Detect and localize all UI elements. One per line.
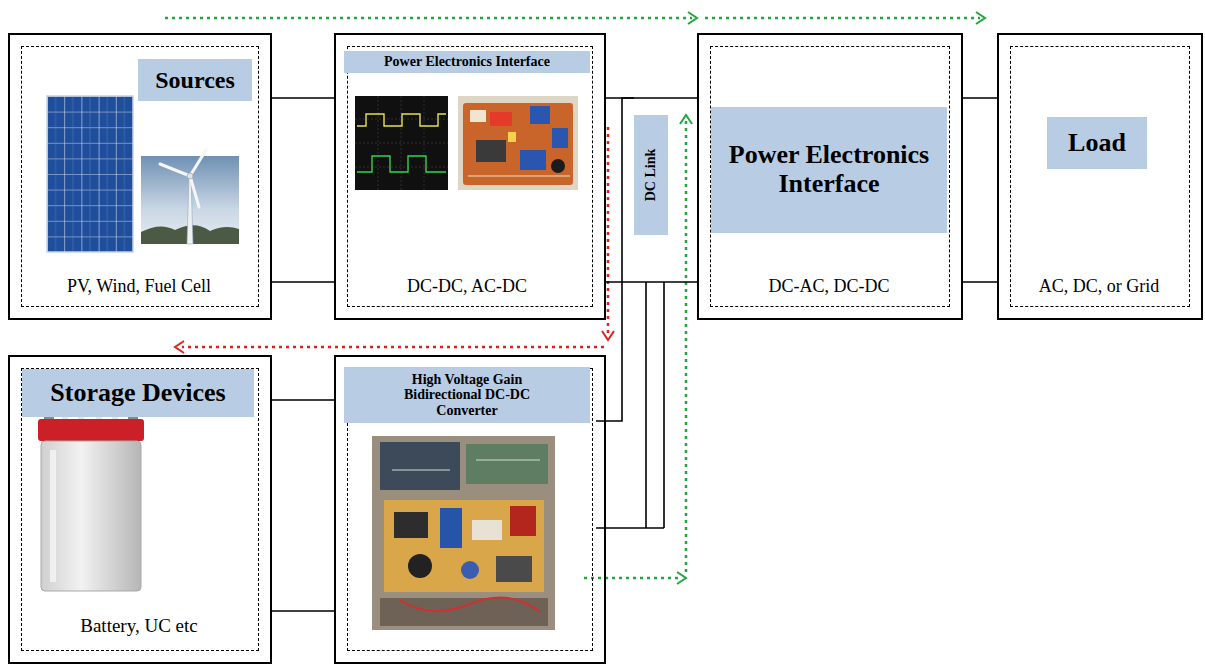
wind-turbine-part xyxy=(141,156,239,244)
prototype-photo xyxy=(372,436,555,630)
power-flow-arrow-part xyxy=(165,17,692,20)
power-flow-arrow-part xyxy=(688,12,697,24)
prototype-photo-part xyxy=(440,508,462,548)
prototype-photo-part xyxy=(394,512,428,538)
power-flow-arrow-part xyxy=(584,577,680,580)
converter-board-photo-part xyxy=(458,96,578,190)
power-flow-arrow-part xyxy=(677,572,686,584)
wind-turbine-part-part xyxy=(190,176,199,207)
dc-link-band: DC Link xyxy=(634,115,668,235)
prototype-photo-part xyxy=(510,506,536,536)
converter-board-photo-part xyxy=(468,176,570,177)
prototype-photo-part xyxy=(384,500,544,592)
heading-band: Power Electronics Interface xyxy=(344,51,590,73)
dc-link-label: DC Link xyxy=(643,149,659,202)
bus-wire-part xyxy=(596,527,664,529)
heading-band: Sources xyxy=(138,59,252,101)
wind-turbine-part-part xyxy=(160,164,190,176)
oscilloscope-screen-part xyxy=(355,96,448,190)
charge-flow-arrow-part xyxy=(602,331,614,340)
converter-board-photo-part xyxy=(490,112,512,126)
battery-illustration xyxy=(38,412,144,591)
prototype-photo-part xyxy=(472,520,502,540)
wind-turbine xyxy=(141,150,239,244)
load-box: LoadAC, DC, or Grid xyxy=(997,33,1203,320)
bidirectional-converter-box: High Voltage Gain Bidirectional DC-DC Co… xyxy=(334,355,606,664)
wind-turbine-part-part xyxy=(190,150,206,176)
power-flow-arrow-part xyxy=(685,121,688,572)
converter-types: DC-DC, AC-DC xyxy=(348,276,586,297)
bus-wire xyxy=(596,98,664,528)
source-list: PV, Wind, Fuel Cell xyxy=(22,276,256,297)
prototype-photo-part xyxy=(466,444,548,484)
storage-types: Battery, UC etc xyxy=(22,615,256,637)
converter-board-photo-part xyxy=(551,159,565,173)
wind-turbine-part xyxy=(160,150,206,207)
converter-board-photo xyxy=(458,96,578,190)
charge-flow-arrow-part xyxy=(607,127,610,334)
prototype-photo-part xyxy=(392,460,540,470)
prototype-photo-part xyxy=(408,554,432,578)
converter-board-photo-part xyxy=(508,132,516,142)
converter-box: Power Electronics InterfaceDC-DC, AC-DC xyxy=(334,33,606,320)
oscilloscope-screen-part xyxy=(355,96,448,190)
load-types: AC, DC, or Grid xyxy=(1011,276,1187,297)
converter-box: Power Electronics InterfaceDC-AC, DC-DC xyxy=(697,33,963,320)
power-flow-arrow-part xyxy=(976,12,985,24)
heading-band: High Voltage Gain Bidirectional DC-DC Co… xyxy=(344,367,590,423)
power-flow-arrow-part xyxy=(705,17,980,20)
converter-board-photo-part xyxy=(530,106,550,124)
prototype-photo-part xyxy=(496,556,532,582)
oscilloscope-screen-part xyxy=(357,156,446,172)
bus-connector xyxy=(272,400,334,611)
bus-connector xyxy=(963,98,997,282)
prototype-photo-part xyxy=(461,561,479,579)
prototype-photo-part xyxy=(400,598,540,612)
bus-wire-part xyxy=(646,282,664,528)
solar-panel xyxy=(47,96,133,252)
oscilloscope-screen-part xyxy=(357,114,446,126)
battery-illustration-part xyxy=(38,419,144,441)
power-flow-arrow xyxy=(165,12,985,584)
converter-board-photo-part xyxy=(552,128,568,148)
oscilloscope-screen xyxy=(355,96,448,190)
heading-band: Load xyxy=(1047,117,1147,169)
converter-board-photo-part xyxy=(463,103,573,185)
battery-illustration-part xyxy=(50,450,56,582)
battery-illustration-part xyxy=(41,441,141,591)
converter-board-photo-part xyxy=(520,150,546,170)
power-flow-arrow-part xyxy=(680,115,692,124)
prototype-photo-part xyxy=(380,598,548,626)
charge-flow-arrow-part xyxy=(175,341,184,353)
prototype-photo-part xyxy=(372,436,555,630)
heading-band: Power Electronics Interface xyxy=(711,107,947,233)
storage-box: Storage DevicesBattery, UC etc xyxy=(8,355,272,664)
source-box: SourcesPV, Wind, Fuel Cell xyxy=(8,33,272,320)
converter-types: DC-AC, DC-DC xyxy=(711,276,947,297)
solar-panel-part xyxy=(47,96,133,252)
heading-band: Storage Devices xyxy=(22,369,254,417)
bus-wire-part xyxy=(596,98,634,421)
charge-flow-arrow-part xyxy=(182,346,604,349)
wind-turbine-part xyxy=(187,173,193,179)
prototype-photo-part xyxy=(380,442,460,490)
converter-board-photo-part xyxy=(470,110,486,122)
bus-connector xyxy=(272,98,334,282)
converter-board-photo-part xyxy=(476,140,506,162)
bus-connector xyxy=(606,98,697,282)
